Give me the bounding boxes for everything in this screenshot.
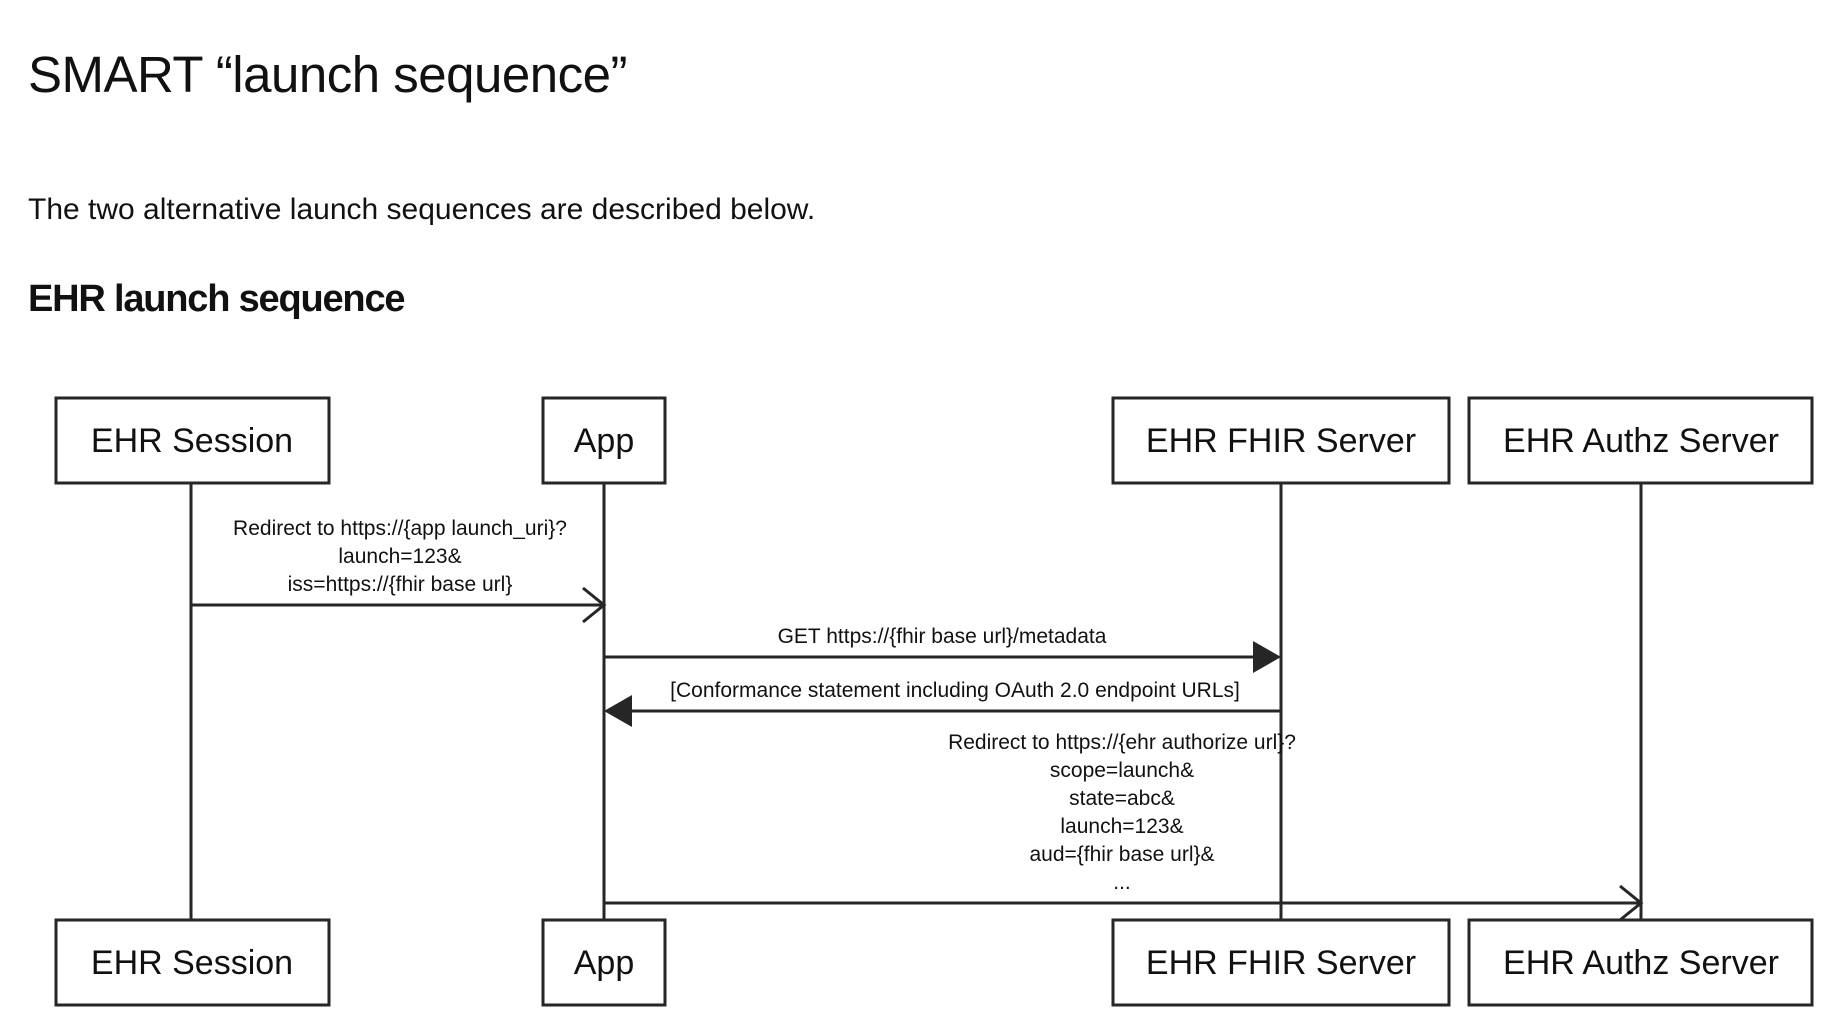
arrowhead-open-right-2: [1619, 884, 1644, 922]
arrowhead-open-right-1: [582, 586, 607, 624]
message-redirect-authorize-line-2: scope=launch&: [1050, 759, 1194, 782]
message-redirect-launch-uri-line-2: launch=123&: [338, 545, 461, 568]
participant-box-top-ehr-authz-server: EHR Authz Server: [1467, 396, 1814, 485]
participant-box-bottom-ehr-session: EHR Session: [54, 918, 331, 1007]
participant-box-bottom-ehr-authz-server: EHR Authz Server: [1467, 918, 1814, 1007]
participant-label-ehr-session-top: EHR Session: [91, 422, 293, 460]
arrowhead-filled-right-1: [1253, 641, 1281, 673]
participant-box-bottom-app: App: [541, 918, 667, 1007]
message-redirect-launch-uri-line-3: iss=https://{fhir base url}: [288, 573, 513, 596]
participant-box-bottom-ehr-fhir-server: EHR FHIR Server: [1111, 918, 1451, 1007]
participant-label-ehr-fhir-server-top: EHR FHIR Server: [1146, 422, 1416, 460]
message-redirect-authorize-line-1: Redirect to https://{ehr authorize url}?: [948, 731, 1296, 754]
message-redirect-authorize-line-6: ...: [1113, 871, 1131, 894]
message-conformance-statement: [Conformance statement including OAuth 2…: [604, 679, 1281, 727]
participant-label-ehr-authz-server-bottom: EHR Authz Server: [1503, 944, 1779, 982]
participant-label-ehr-fhir-server-bottom: EHR FHIR Server: [1146, 944, 1416, 982]
intro-paragraph: The two alternative launch sequences are…: [28, 193, 816, 226]
arrowhead-filled-left-1: [604, 695, 632, 727]
participant-label-app-bottom: App: [574, 944, 635, 982]
message-redirect-authorize-line-4: launch=123&: [1060, 815, 1183, 838]
participant-box-top-app: App: [541, 396, 667, 485]
message-conformance-statement-line-1: [Conformance statement including OAuth 2…: [670, 679, 1240, 702]
section-heading: EHR launch sequence: [28, 277, 406, 320]
page-title: SMART “launch sequence”: [28, 46, 627, 104]
message-get-metadata: GET https://{fhir base url}/metadata: [604, 625, 1281, 673]
message-redirect-authorize-line-5: aud={fhir base url}&: [1029, 843, 1214, 866]
participant-label-ehr-session-bottom: EHR Session: [91, 944, 293, 982]
message-redirect-authorize-line-3: state=abc&: [1069, 787, 1175, 810]
message-redirect-launch-uri-line-1: Redirect to https://{app launch_uri}?: [233, 517, 567, 540]
participant-box-top-ehr-fhir-server: EHR FHIR Server: [1111, 396, 1451, 485]
message-redirect-launch-uri: Redirect to https://{app launch_uri}? la…: [191, 517, 607, 624]
message-redirect-authorize: Redirect to https://{ehr authorize url}?…: [604, 731, 1644, 922]
participant-label-ehr-authz-server-top: EHR Authz Server: [1503, 422, 1779, 460]
participant-label-app-top: App: [574, 422, 635, 460]
participant-box-top-ehr-session: EHR Session: [54, 396, 331, 485]
message-get-metadata-line-1: GET https://{fhir base url}/metadata: [778, 625, 1107, 648]
